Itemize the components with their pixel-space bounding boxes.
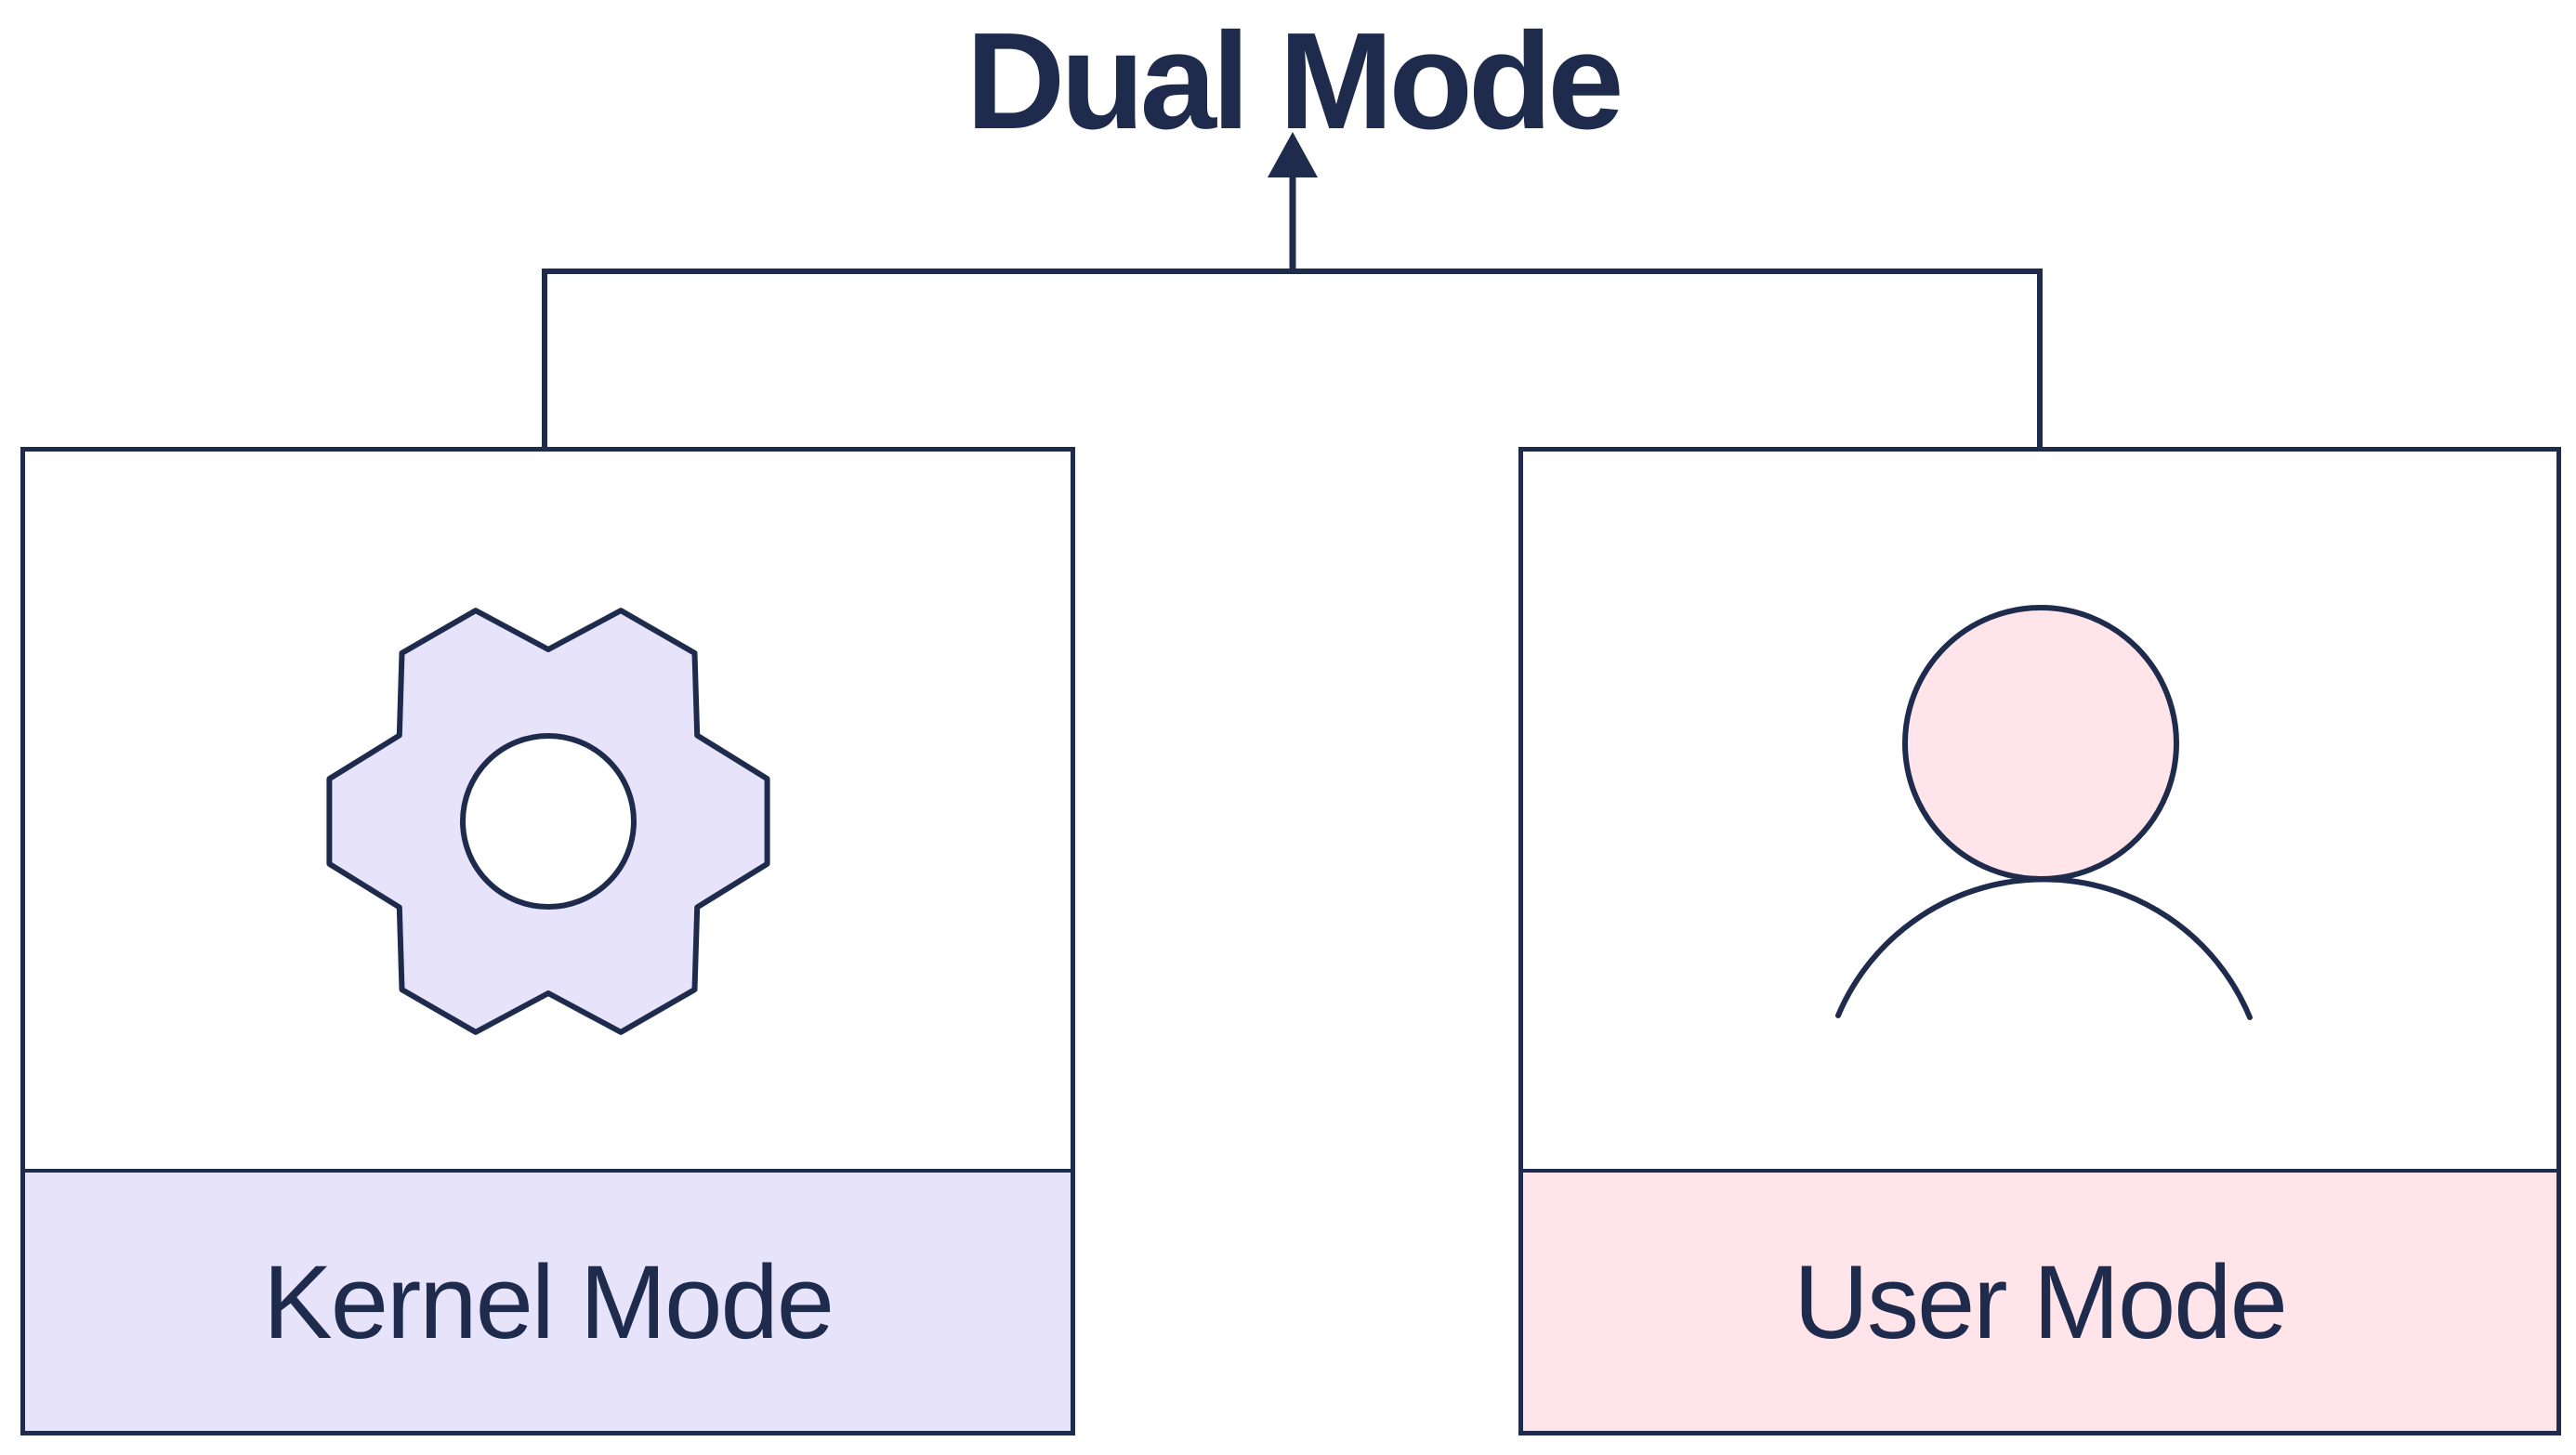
branch-connector-line — [542, 269, 2043, 447]
node-label-user-mode: User Mode — [1523, 1169, 2556, 1431]
node-label-kernel-mode: Kernel Mode — [25, 1169, 1071, 1431]
page-title: Dual Mode — [966, 5, 1623, 158]
node-user-mode: User Mode — [1518, 447, 2561, 1435]
node-kernel-mode: Kernel Mode — [20, 447, 1075, 1435]
